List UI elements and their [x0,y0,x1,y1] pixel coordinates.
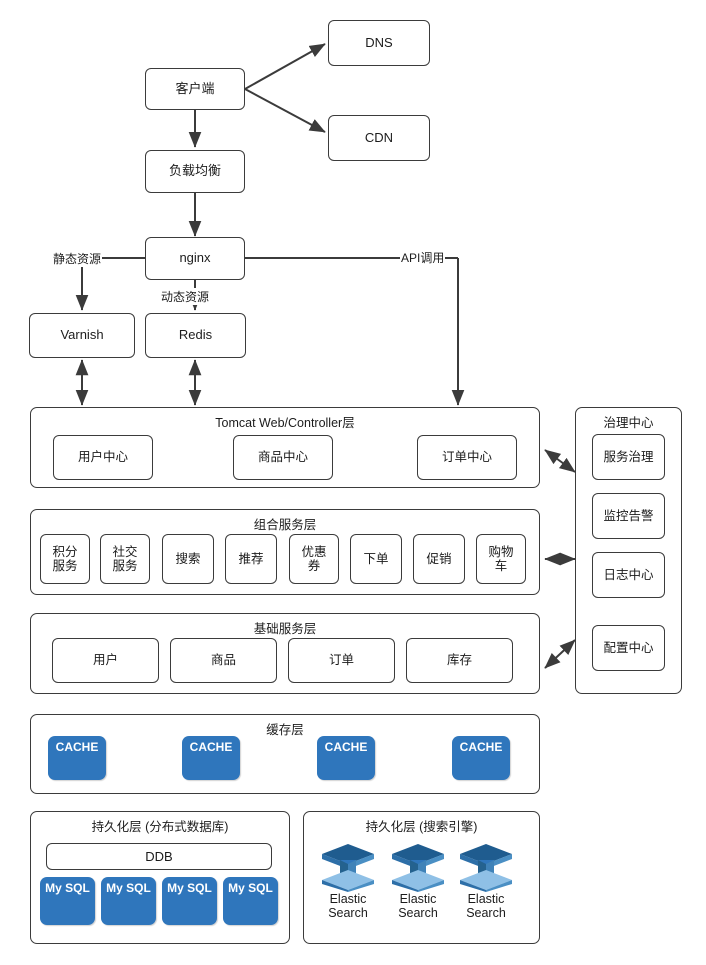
governance-item-log-center[interactable]: 日志中心 [592,552,665,598]
node-dns[interactable]: DNS [328,20,430,66]
mysql-node-1[interactable]: My SQL [40,877,95,925]
elasticsearch-icon [456,840,516,892]
layer-tomcat-title: Tomcat Web/Controller层 [215,416,355,430]
tomcat-item-user-center[interactable]: 用户中心 [53,435,153,480]
persistence-database-title: 持久化层 (分布式数据库) [91,820,229,834]
basic-item-user[interactable]: 用户 [52,638,159,683]
node-redis[interactable]: Redis [145,313,246,358]
composite-item-points-service[interactable]: 积分 服务 [40,534,90,584]
persistence-search-title: 持久化层 (搜索引擎) [365,820,478,834]
mysql-node-2[interactable]: My SQL [101,877,156,925]
basic-item-inventory[interactable]: 库存 [406,638,513,683]
composite-item-social-service[interactable]: 社交 服务 [100,534,150,584]
cache-node-2[interactable]: CACHE [182,736,240,780]
node-nginx[interactable]: nginx [145,237,245,280]
layer-cache: 缓存层 [30,714,540,794]
cache-node-1[interactable]: CACHE [48,736,106,780]
edge-label-static-resource: 静态资源 [52,250,103,267]
layer-cache-title: 缓存层 [266,723,304,737]
tomcat-item-order-center[interactable]: 订单中心 [417,435,517,480]
node-cdn[interactable]: CDN [328,115,430,161]
chip-label: 社交 服务 [112,544,138,573]
governance-center-title: 治理中心 [603,416,654,430]
governance-item-monitor-alert[interactable]: 监控告警 [592,493,665,539]
composite-item-place-order[interactable]: 下单 [350,534,402,584]
chip-label: 积分 服务 [52,544,78,573]
basic-item-product[interactable]: 商品 [170,638,277,683]
node-client[interactable]: 客户端 [145,68,245,110]
edge-label-api-call: API调用 [400,249,446,266]
elasticsearch-icon [388,840,448,892]
mysql-node-4[interactable]: My SQL [223,877,278,925]
composite-item-coupon[interactable]: 优惠 券 [289,534,339,584]
edge-label-dynamic-resource: 动态资源 [160,288,211,305]
composite-item-promotion[interactable]: 促销 [413,534,465,584]
layer-basic-service-title: 基础服务层 [253,622,317,636]
governance-item-config-center[interactable]: 配置中心 [592,625,665,671]
mysql-node-3[interactable]: My SQL [162,877,217,925]
cache-node-4[interactable]: CACHE [452,736,510,780]
governance-item-service-governance[interactable]: 服务治理 [592,434,665,480]
persistence-ddb[interactable]: DDB [46,843,272,870]
node-load-balancer[interactable]: 负载均衡 [145,150,245,193]
elasticsearch-icon [318,840,378,892]
cache-node-3[interactable]: CACHE [317,736,375,780]
basic-item-order[interactable]: 订单 [288,638,395,683]
tomcat-item-product-center[interactable]: 商品中心 [233,435,333,480]
composite-item-recommend[interactable]: 推荐 [225,534,277,584]
chip-label: 优惠 券 [301,544,327,573]
chip-label: 购物 车 [488,544,514,573]
composite-item-shopping-cart[interactable]: 购物 车 [476,534,526,584]
layer-composite-service-title: 组合服务层 [253,518,317,532]
node-varnish[interactable]: Varnish [29,313,135,358]
composite-item-search[interactable]: 搜索 [162,534,214,584]
